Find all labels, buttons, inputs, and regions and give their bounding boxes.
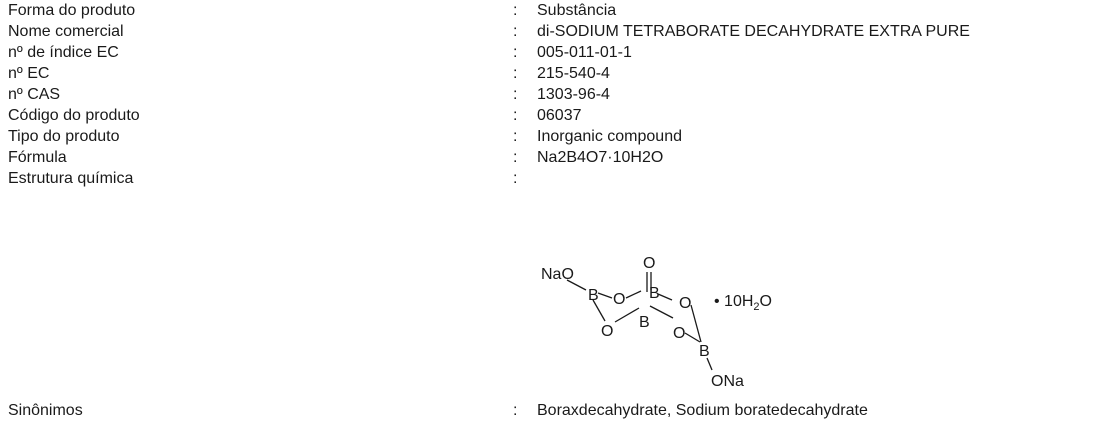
label-formula: Fórmula	[8, 149, 67, 166]
separator-colon: :	[513, 86, 518, 103]
separator-colon: :	[513, 23, 518, 40]
atom-boron: B	[639, 314, 650, 331]
value-trade-name: di-SODIUM TETRABORATE DECAHYDRATE EXTRA …	[537, 23, 970, 40]
row-synonyms: Sinônimos : Boraxdecahydrate, Sodium bor…	[0, 400, 1117, 422]
row-formula: Fórmula : Na2B4O7·10H2O	[0, 147, 1117, 169]
atom-boron: B	[699, 343, 710, 360]
hydrate-label: • 10H2O	[714, 293, 772, 313]
chemical-structure-diagram: NaO B O O B O O B O B ONa • 10H2O	[535, 248, 820, 394]
separator-colon: :	[513, 128, 518, 145]
row-cas-number: nº CAS : 1303-96-4	[0, 84, 1117, 106]
borax-structure-svg: NaO B O O B O O B O B ONa • 10H2O	[541, 255, 772, 390]
label-chemical-structure: Estrutura química	[8, 170, 134, 187]
row-trade-name: Nome comercial : di-SODIUM TETRABORATE D…	[0, 21, 1117, 43]
row-product-type: Tipo do produto : Inorganic compound	[0, 126, 1117, 148]
label-product-code: Código do produto	[8, 107, 140, 124]
separator-colon: :	[513, 2, 518, 19]
hydrate-suffix: O	[760, 293, 772, 310]
value-synonyms: Boraxdecahydrate, Sodium boratedecahydra…	[537, 402, 868, 419]
separator-colon: :	[513, 402, 518, 419]
structure-bonds	[566, 272, 713, 371]
label-synonyms: Sinônimos	[8, 402, 83, 419]
separator-colon: :	[513, 170, 518, 187]
label-product-form: Forma do produto	[8, 2, 136, 19]
atom-boron: B	[649, 285, 660, 302]
separator-colon: :	[513, 65, 518, 82]
label-product-type: Tipo do produto	[8, 128, 120, 145]
value-ec-index-number: 005-011-01-1	[537, 44, 632, 61]
value-cas-number: 1303-96-4	[537, 86, 610, 103]
value-formula: Na2B4O7·10H2O	[537, 149, 664, 166]
atom-na-bottom: ONa	[711, 373, 744, 390]
hydrate-prefix: • 10H	[714, 293, 753, 310]
row-product-form: Forma do produto : Substância	[0, 0, 1117, 22]
label-ec-index-number: nº de índice EC	[8, 44, 119, 61]
label-trade-name: Nome comercial	[8, 23, 124, 40]
atom-oxygen: O	[643, 255, 655, 272]
separator-colon: :	[513, 107, 518, 124]
row-chemical-structure: Estrutura química :	[0, 168, 1117, 190]
label-ec-number: nº EC	[8, 65, 50, 82]
value-ec-number: 215-540-4	[537, 65, 610, 82]
atom-na-top: NaO	[541, 266, 574, 283]
row-product-code: Código do produto : 06037	[0, 105, 1117, 127]
value-product-type: Inorganic compound	[537, 128, 682, 145]
value-product-form: Substância	[537, 2, 617, 19]
hydrate-subscript: 2	[753, 301, 759, 313]
row-ec-number: nº EC : 215-540-4	[0, 63, 1117, 85]
atom-oxygen: O	[613, 291, 625, 308]
separator-colon: :	[513, 44, 518, 61]
label-cas-number: nº CAS	[8, 86, 61, 103]
atom-oxygen: O	[679, 295, 691, 312]
separator-colon: :	[513, 149, 518, 166]
atom-oxygen: O	[601, 323, 613, 340]
value-product-code: 06037	[537, 107, 582, 124]
atom-oxygen: O	[673, 325, 685, 342]
row-ec-index-number: nº de índice EC : 005-011-01-1	[0, 42, 1117, 64]
atom-boron: B	[588, 287, 599, 304]
